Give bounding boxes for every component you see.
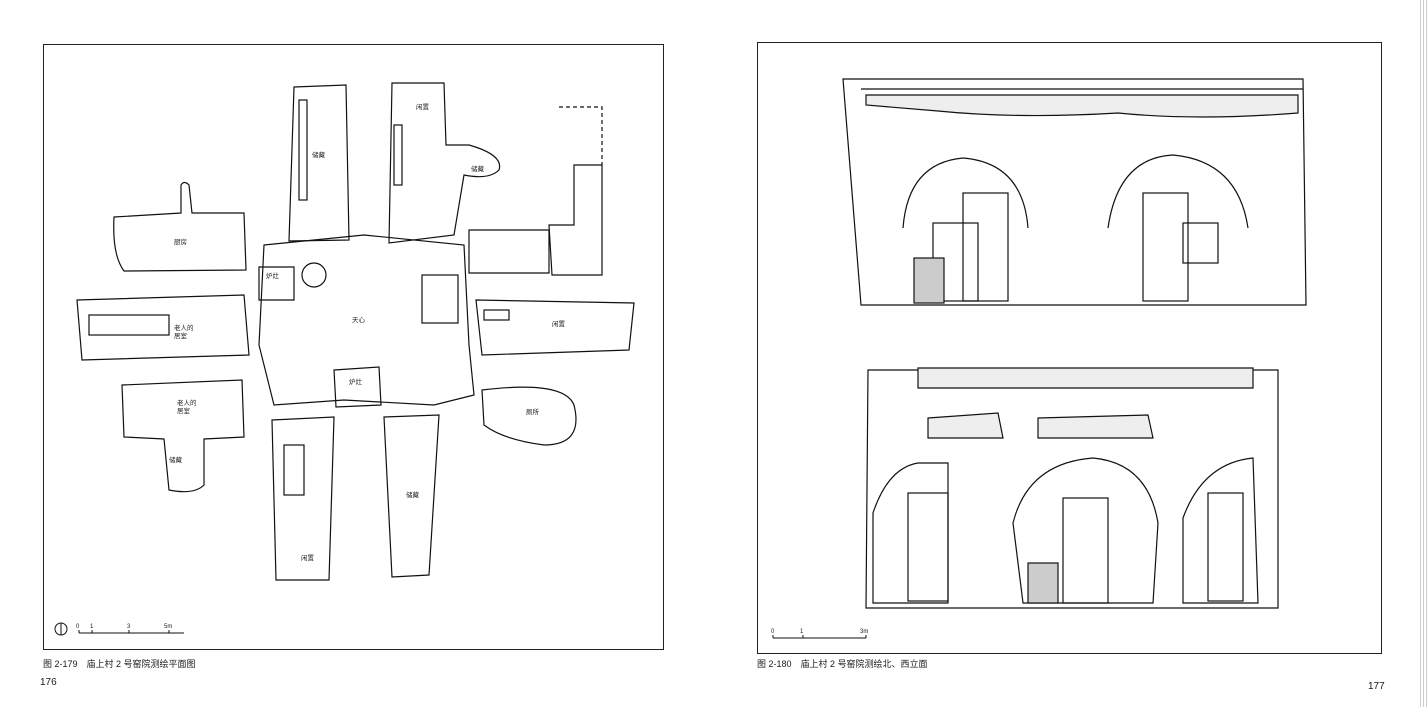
room-label-storage-small: 储藏	[169, 455, 183, 464]
right-scale-label-1: 1	[800, 629, 804, 635]
room-label-stove-lower: 炉灶	[349, 377, 363, 386]
room-label-courtyard: 天心	[352, 316, 366, 324]
room-label-idle-right: 闲置	[552, 319, 566, 328]
elevation-drawings: 0 1 3m	[771, 78, 1307, 639]
room-label-storage-right: 储藏	[471, 164, 485, 173]
room-label-stove-upper: 炉灶	[266, 271, 280, 280]
room-label-elders-room-2: 老人的居室	[177, 398, 197, 415]
page-edge-strip	[1418, 0, 1427, 707]
room-label-elders-room-1: 老人的居室	[174, 323, 194, 340]
right-figure-caption: 图 2-180 庙上村 2 号窑院测绘北、西立面	[757, 659, 928, 669]
room-label-storage-bottom: 储藏	[406, 490, 420, 499]
room-label-toilet: 厕所	[526, 407, 540, 416]
scale-label-5m: 5m	[164, 624, 172, 630]
room-label-storage-top: 储藏	[312, 150, 326, 159]
scale-label-1: 1	[90, 624, 94, 630]
north-arrow-icon	[54, 622, 68, 636]
room-label-idle-bottom: 闲置	[301, 553, 315, 562]
scale-label-3: 3	[127, 624, 131, 630]
scale-label-0: 0	[76, 624, 80, 630]
room-label-idle-top: 闲置	[416, 102, 430, 111]
scale-bar	[78, 630, 184, 634]
left-figure-frame: 储藏 闲置 储藏 厨房 炉灶 天心 老人的居室 闲置 老人的居室 炉灶 厕所 储…	[43, 44, 664, 650]
room-label-kitchen: 厨房	[174, 237, 187, 246]
left-figure-caption: 图 2-179 庙上村 2 号窑院测绘平面图	[43, 659, 196, 669]
right-figure-frame: 0 1 3m	[757, 42, 1382, 654]
right-page-number: 177	[1368, 681, 1385, 692]
floor-plan-drawing: 储藏 闲置 储藏 厨房 炉灶 天心 老人的居室 闲置 老人的居室 炉灶 厕所 储…	[54, 82, 635, 636]
left-page-number: 176	[40, 677, 57, 688]
right-scale-label-3m: 3m	[860, 629, 868, 635]
right-scale-bar	[772, 635, 867, 639]
right-scale-label-0: 0	[771, 629, 775, 635]
